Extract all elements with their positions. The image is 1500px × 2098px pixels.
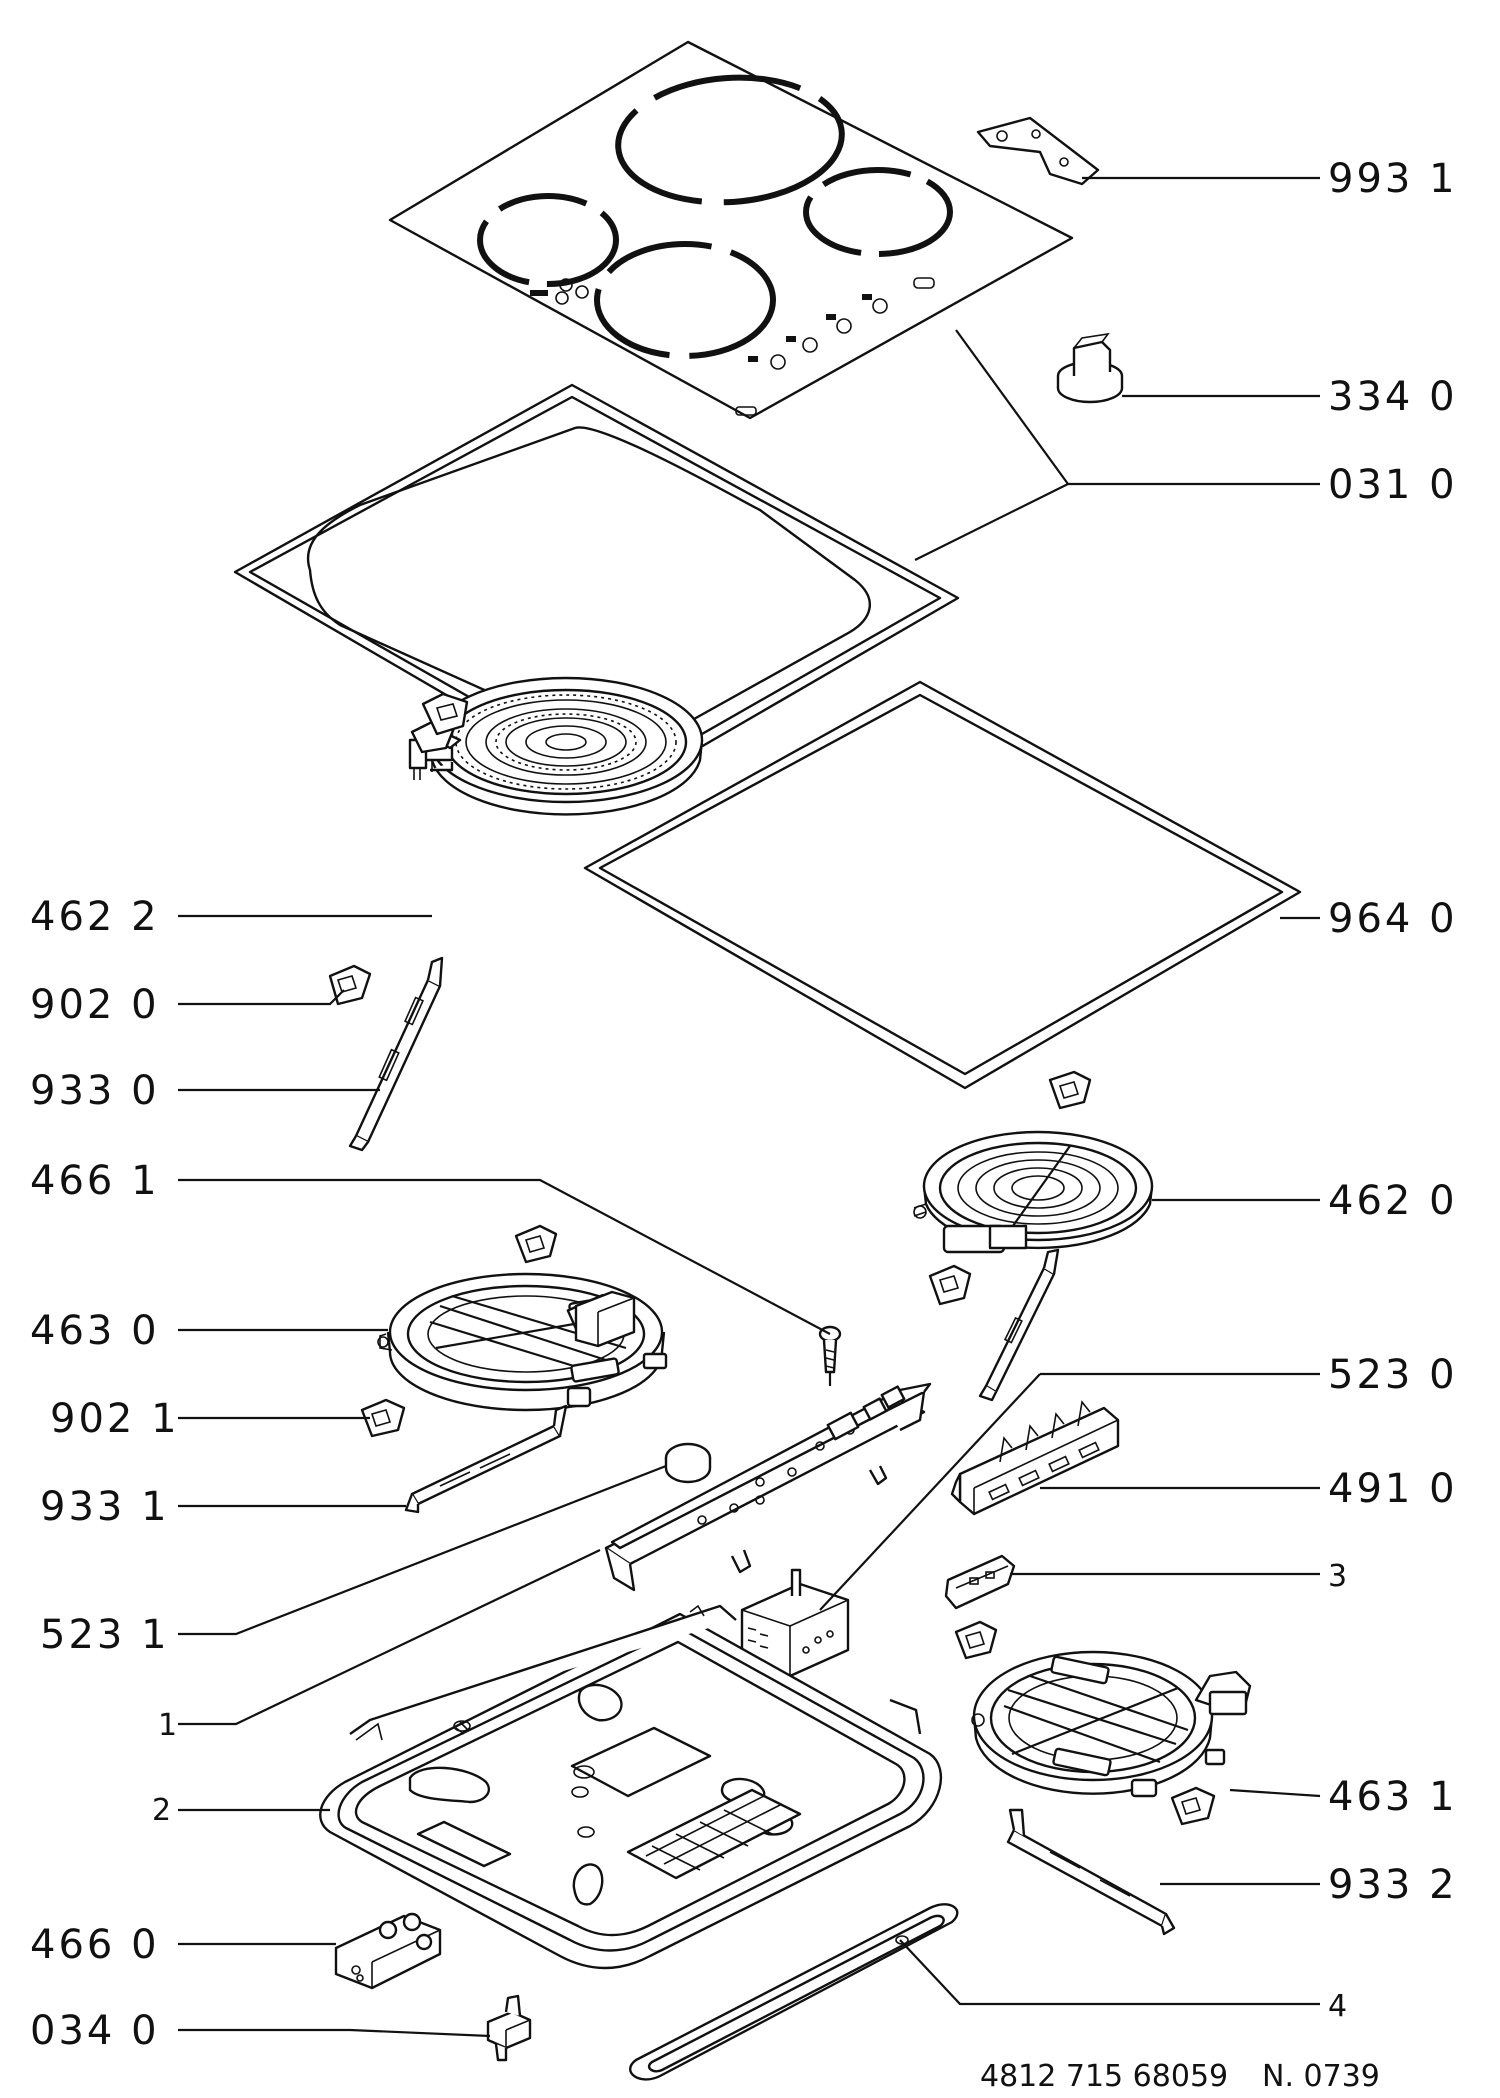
seal-gasket-964 bbox=[583, 680, 1302, 1090]
callout-463-1: 463 1 bbox=[1328, 1774, 1458, 1820]
callout-523-0: 523 0 bbox=[1328, 1352, 1458, 1398]
callout-466-0: 466 0 bbox=[30, 1922, 160, 1968]
ceramic-hob-top bbox=[388, 40, 1074, 420]
bracket-933-1 bbox=[404, 1404, 568, 1514]
footer: 4812 715 68059 N. 0739 bbox=[980, 2059, 1380, 2094]
callout-034-0: 034 0 bbox=[30, 2008, 160, 2054]
callout-463-0: 463 0 bbox=[30, 1308, 160, 1354]
callout-3: 3 bbox=[1328, 1559, 1347, 1594]
clip-034-0 bbox=[486, 1994, 532, 2062]
callout-933-1: 933 1 bbox=[40, 1484, 170, 1530]
control-marks bbox=[530, 277, 935, 416]
fixing-clip-993 bbox=[976, 116, 1100, 186]
clip-902-1 bbox=[360, 1398, 406, 1438]
callout-902-0: 902 0 bbox=[30, 982, 160, 1028]
callout-523-1: 523 1 bbox=[40, 1612, 170, 1658]
callout-466-1: 466 1 bbox=[30, 1158, 160, 1204]
callout-993-1: 993 1 bbox=[1328, 156, 1458, 202]
part-number: 4812 715 68059 bbox=[980, 2059, 1228, 2094]
clip-above-462-2 bbox=[410, 720, 462, 754]
callout-labels: 993 1 334 0 031 0 964 0 462 0 523 0 491 … bbox=[30, 156, 1458, 2054]
bracket-466-0 bbox=[334, 1912, 442, 1990]
control-bracket-1 bbox=[604, 1382, 932, 1592]
terminal-block-463-0 bbox=[574, 1290, 636, 1348]
bracket-933-0 bbox=[348, 956, 444, 1152]
callout-462-0: 462 0 bbox=[1328, 1178, 1458, 1224]
callout-2: 2 bbox=[152, 1793, 171, 1828]
gasket-4 bbox=[629, 1903, 959, 2081]
clip-above-462-0 bbox=[1048, 1070, 1092, 1110]
halogen-element-463-1 bbox=[971, 1650, 1252, 1798]
callout-031-0: 031 0 bbox=[1328, 462, 1458, 508]
callout-491-0: 491 0 bbox=[1328, 1466, 1458, 1512]
bracket-under-462-0 bbox=[978, 1248, 1060, 1402]
radiant-element-462-2 bbox=[408, 676, 704, 816]
callout-964-0: 964 0 bbox=[1328, 896, 1458, 942]
control-knob-334 bbox=[1056, 332, 1124, 404]
clip-below-463-1 bbox=[1170, 1786, 1216, 1826]
switch-part-3 bbox=[944, 1554, 1016, 1610]
callout-902-1: 902 1 bbox=[50, 1396, 180, 1442]
callout-334-0: 334 0 bbox=[1328, 374, 1458, 420]
bracket-933-2 bbox=[1006, 1808, 1176, 1936]
sensor-disc-523-1 bbox=[664, 1442, 712, 1484]
radiant-element-462-0 bbox=[913, 1130, 1154, 1254]
callout-1: 1 bbox=[158, 1708, 177, 1743]
screw-466-1 bbox=[818, 1325, 842, 1386]
leader-lines bbox=[178, 176, 1321, 2038]
callout-933-2: 933 2 bbox=[1328, 1862, 1458, 1908]
clip-above-463-0 bbox=[514, 1224, 558, 1264]
bottom-tray-2 bbox=[319, 1604, 943, 1970]
clip-below-462-0 bbox=[928, 1264, 972, 1306]
clip-above-463-1 bbox=[954, 1620, 998, 1660]
callout-4: 4 bbox=[1328, 1989, 1347, 2024]
switch-block-491-0 bbox=[950, 1400, 1120, 1516]
clip-top-462-2 bbox=[421, 692, 469, 736]
callout-933-0: 933 0 bbox=[30, 1068, 160, 1114]
callout-462-2: 462 2 bbox=[30, 894, 160, 940]
drawing-number: N. 0739 bbox=[1262, 2059, 1380, 2094]
